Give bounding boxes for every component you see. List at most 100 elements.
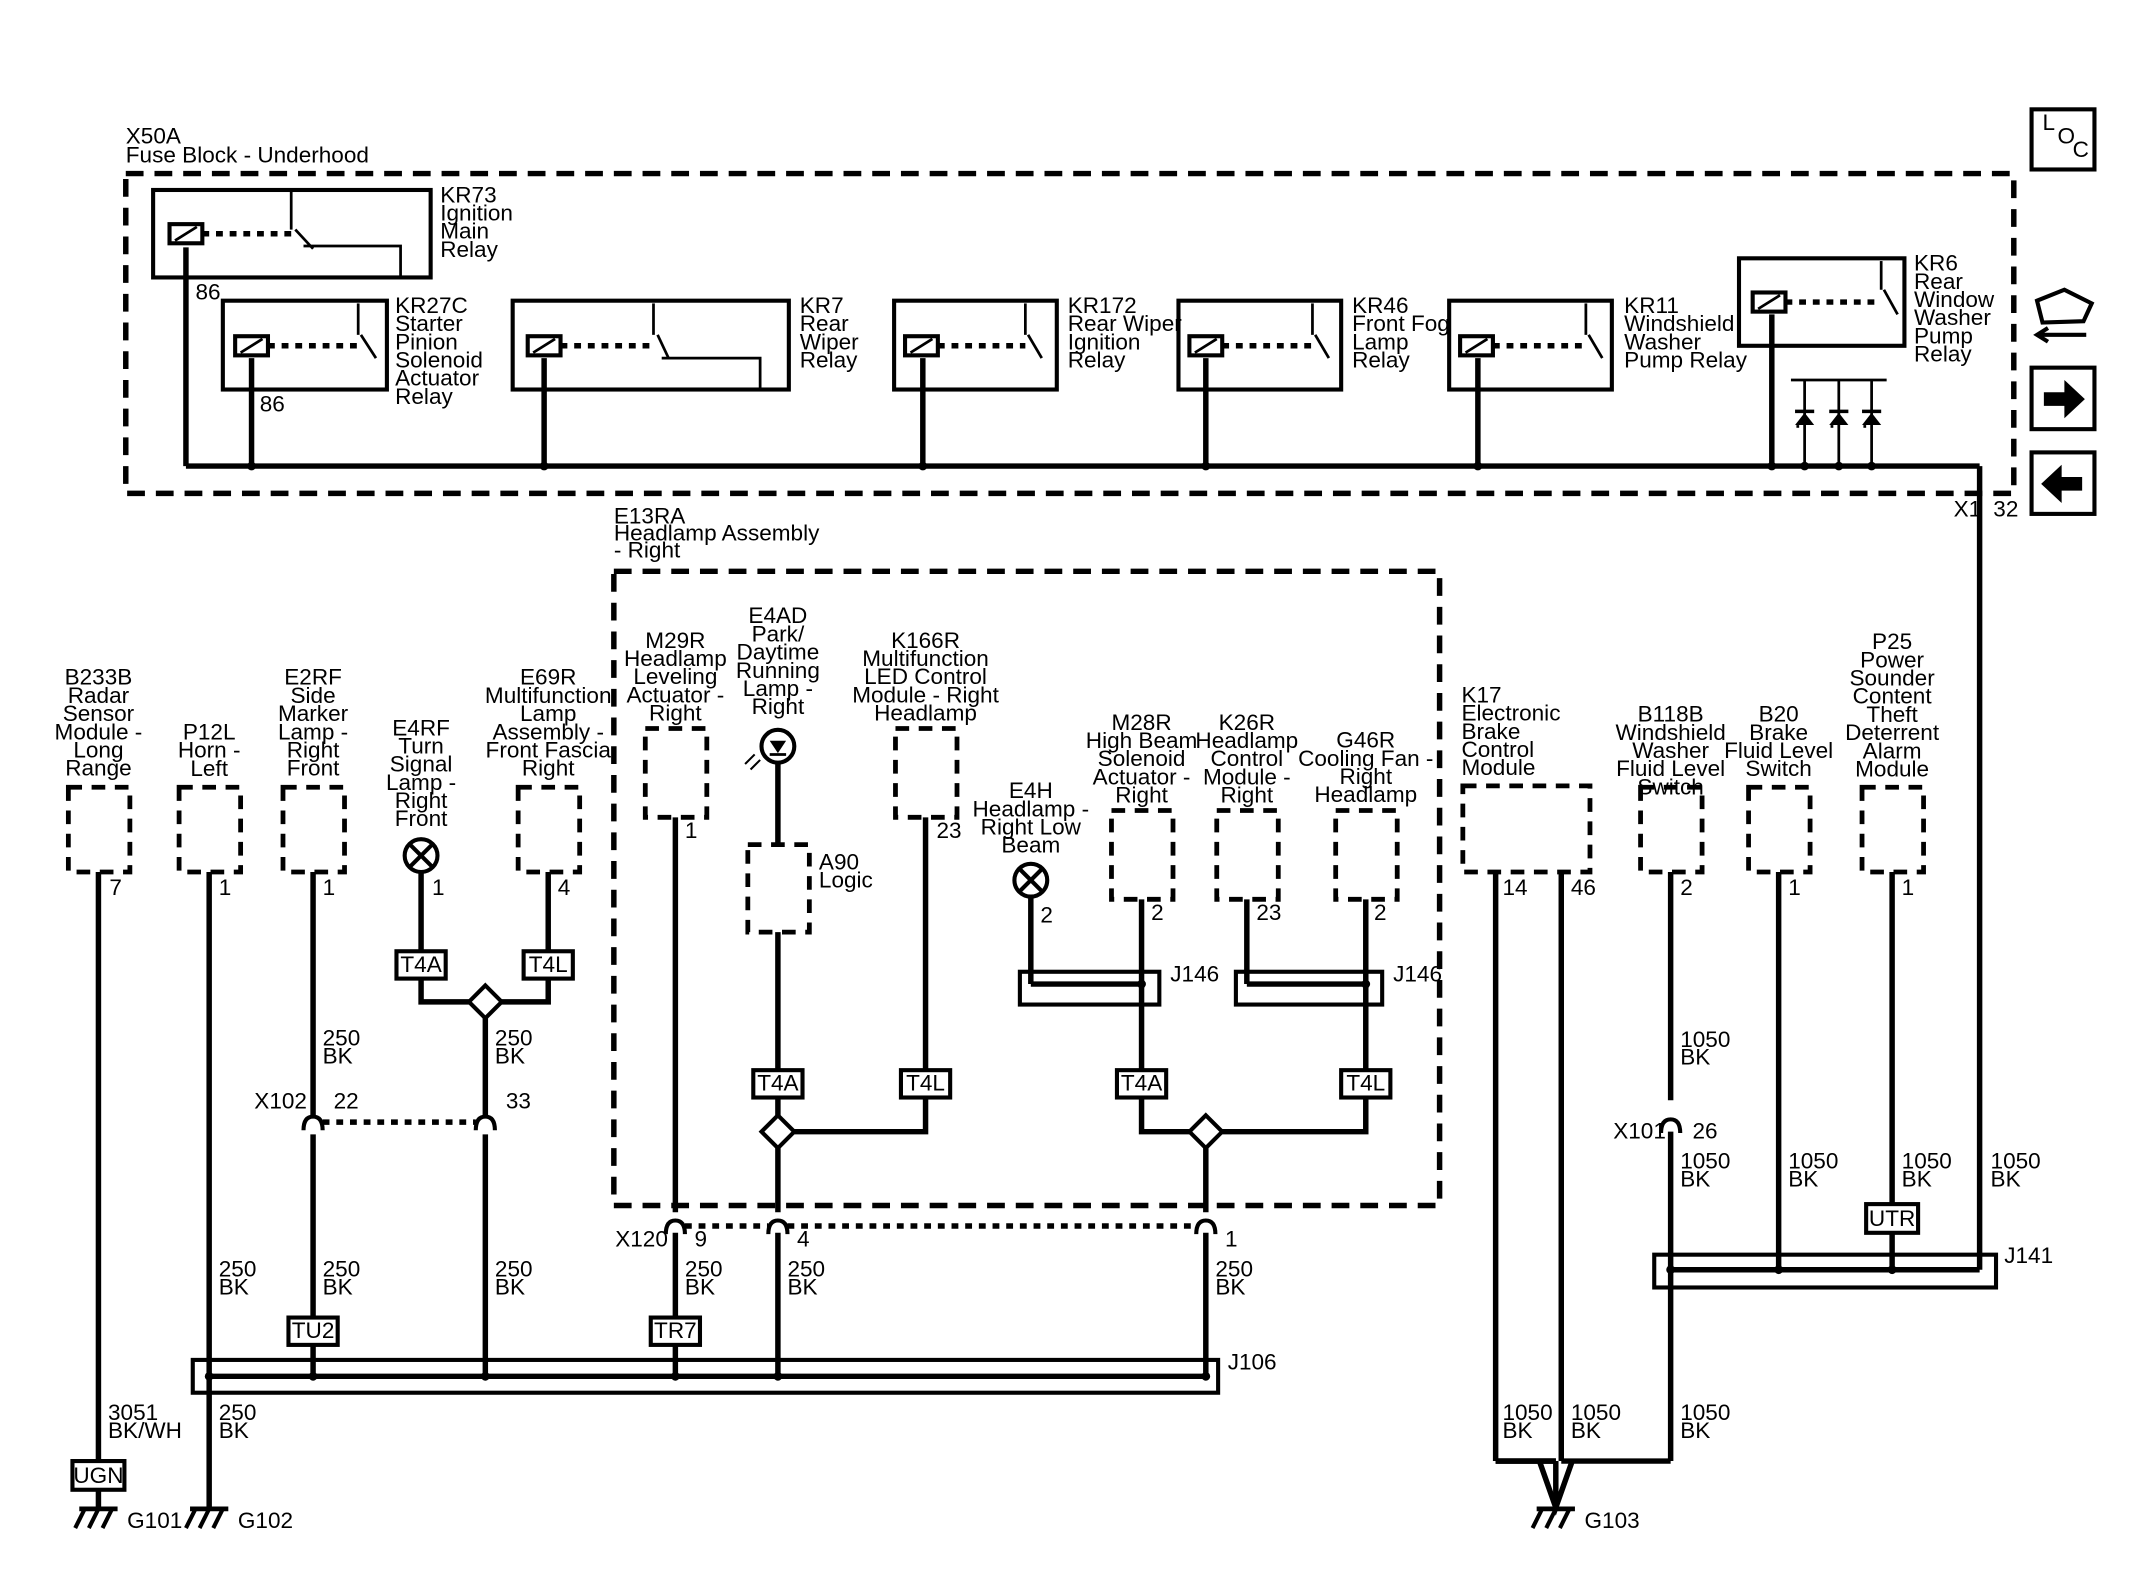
pin-label: 2 (1040, 903, 1053, 928)
p25-box (1859, 784, 1926, 875)
k26r-label-line: K26R (1219, 710, 1275, 735)
component-view-icon[interactable] (2033, 287, 2095, 344)
e4rf-label-line: Right (395, 788, 448, 813)
wire-color: BK (1991, 1166, 2021, 1191)
p12l-label-line: Left (190, 756, 228, 781)
kr172-box (892, 298, 1059, 392)
p12l-box (176, 784, 244, 875)
wire-gauge: 250 (1215, 1257, 1253, 1282)
m29r-label-line: Leveling (633, 664, 717, 689)
wire-color: BK/WH (108, 1418, 182, 1443)
wire-color: BK (1788, 1166, 1818, 1191)
kr73-pin: 86 (196, 279, 221, 304)
kr172-label-line: Relay (1068, 348, 1126, 373)
kr73-label-line: Main (440, 219, 489, 244)
e69r-label-line: Front Fascia (486, 737, 612, 762)
splice-j146a (1017, 969, 1162, 1007)
wire-gauge: 3051 (108, 1400, 158, 1425)
loc-button[interactable]: LOC (2029, 107, 2097, 172)
kr27c-label-line: Relay (395, 384, 453, 409)
wire-color: BK (219, 1274, 249, 1299)
e2rf-label-line: E2RF (284, 665, 342, 690)
k166r-label-line: Headlamp (874, 701, 977, 726)
kr6-label-line: Window (1914, 287, 1995, 312)
kr73-label-line: KR73 (440, 182, 496, 207)
pin-label: 1 (1788, 875, 1801, 900)
splice-dot (1361, 979, 1371, 989)
wire-color: BK (495, 1274, 525, 1299)
b233b-label-line: Range (65, 756, 131, 781)
m28r-label-line: Solenoid (1098, 746, 1186, 771)
kr6-label-line: KR6 (1914, 251, 1958, 276)
k17-label-line: Electronic (1461, 701, 1560, 726)
b118b-label-line: Windshield (1615, 720, 1725, 745)
connector-pin-icon (301, 1114, 325, 1131)
kr11-box (1447, 298, 1614, 392)
bus-junction (1767, 461, 1777, 471)
e69r-label-line: E69R (520, 665, 576, 690)
kr6-label-line: Pump (1914, 323, 1973, 348)
wire-gauge: 1050 (1902, 1149, 1952, 1174)
e4h-label-line: Beam (1001, 833, 1060, 858)
pin-label: 2 (1151, 900, 1164, 925)
connector-pin: 4 (797, 1226, 810, 1251)
tag-label: UTR (1869, 1206, 1915, 1231)
pin-label: 1 (1902, 875, 1915, 900)
bus-junction (918, 461, 928, 471)
splice-dot (308, 1371, 318, 1381)
kr172-label-line: KR172 (1068, 293, 1137, 318)
pin-label: 23 (936, 818, 961, 843)
b233b-label-line: Sensor (63, 701, 135, 726)
pin-label: 46 (1571, 875, 1596, 900)
splice-dot (773, 1371, 783, 1381)
splice-dot (1887, 1265, 1897, 1275)
p25-label-line: Module (1855, 756, 1929, 781)
e2rf-label-line: Front (287, 756, 340, 781)
b233b-label-line: Radar (68, 683, 130, 708)
next-arrow-icon (2043, 379, 2085, 419)
relay-coil-icon (167, 222, 205, 246)
splice-dot (204, 1371, 214, 1381)
e4ad-label-line: Lamp - (743, 676, 813, 701)
wire-color: BK (323, 1043, 353, 1068)
a90-box (745, 842, 812, 935)
wire-gauge: 1050 (1680, 1149, 1730, 1174)
connector-pin: 1 (1225, 1226, 1238, 1251)
next-button[interactable] (2029, 365, 2097, 432)
relay-coil-icon (1458, 334, 1495, 358)
connector-x1: X1 (1954, 497, 1982, 522)
m28r-box (1109, 808, 1176, 902)
tag-label: T4L (1346, 1071, 1385, 1096)
connector-pin-icon (473, 1114, 497, 1131)
b118b-box (1638, 784, 1705, 875)
wire-color: BK (1680, 1166, 1710, 1191)
e69r-label-line: Right (522, 756, 575, 781)
loc-letter: O (2058, 124, 2076, 149)
kr27c-label-line: Actuator (395, 366, 479, 391)
switch-blade (1026, 334, 1043, 359)
splice-dot (1774, 1265, 1784, 1275)
kr172-label-line: Rear Wiper (1068, 311, 1183, 336)
wire-color: BK (1502, 1418, 1532, 1443)
splice-dot (480, 1371, 490, 1381)
wire-gauge: 1050 (1788, 1149, 1838, 1174)
pin-label: 23 (1256, 900, 1281, 925)
connector-x101: X101 (1613, 1119, 1666, 1144)
fuse-block-name: Fuse Block - Underhood (126, 143, 369, 168)
p12l-label-line: Horn - (178, 738, 241, 763)
lamp-bulb-icon (402, 837, 440, 875)
pin-label: 1 (685, 818, 698, 843)
ground-icon (1530, 1506, 1575, 1529)
switch-blade (1882, 289, 1899, 316)
splice-diamond-icon (466, 982, 505, 1022)
m28r-label-line: Actuator - (1093, 764, 1191, 789)
back-button[interactable] (2029, 450, 2097, 516)
p25-label-line: Alarm (1863, 738, 1922, 763)
p12l-label-line: P12L (183, 719, 236, 744)
wire-color: BK (787, 1274, 817, 1299)
connector-x102: X102 (254, 1088, 307, 1113)
wire-gauge: 1050 (1680, 1027, 1730, 1052)
splice-dot (670, 1371, 680, 1381)
b118b-label-line: Washer (1632, 738, 1709, 763)
k26r-label-line: Right (1221, 783, 1274, 808)
